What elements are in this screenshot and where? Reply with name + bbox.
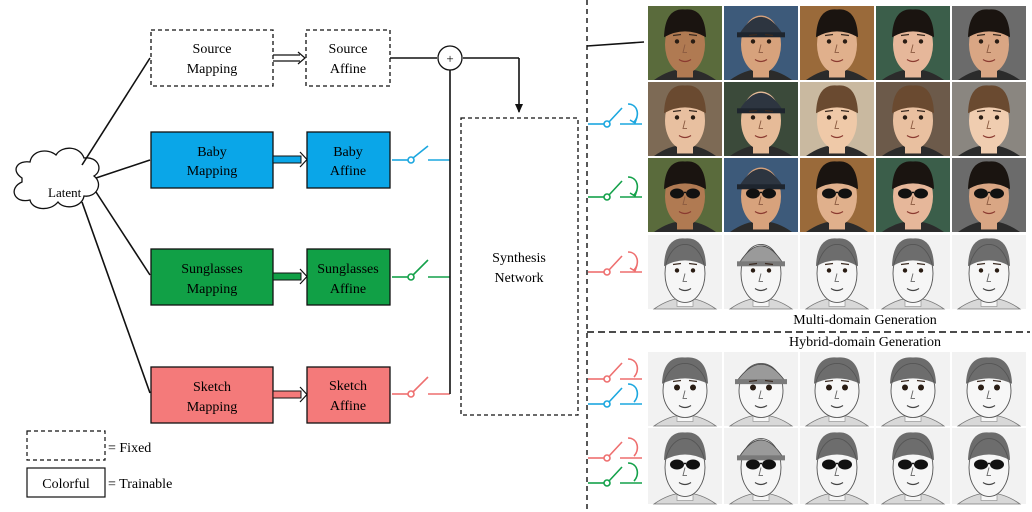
face-thumbnail	[952, 235, 1026, 310]
row-switch-baby	[588, 103, 642, 128]
face-thumbnail	[952, 352, 1026, 427]
image-row-sunglasses-faces	[648, 158, 1026, 232]
sketch-mapping-block: Sketch Mapping	[150, 366, 274, 424]
face-thumbnail	[952, 428, 1026, 505]
sunglasses-mapping-block: Sunglasses Mapping	[150, 248, 274, 306]
face-thumbnail	[724, 235, 798, 310]
face-thumbnail	[876, 352, 950, 427]
source-mapping-title: Source	[193, 42, 232, 57]
face-thumbnail	[724, 6, 798, 80]
multi-domain-label: Multi-domain Generation	[793, 313, 936, 328]
sunglasses-mapping-subtitle: Mapping	[187, 282, 238, 297]
face-thumbnail	[648, 6, 722, 80]
hybrid-domain-label: Hybrid-domain Generation	[789, 335, 941, 350]
face-thumbnail	[876, 82, 950, 156]
image-row-source-faces	[648, 6, 1026, 80]
face-thumbnail	[724, 158, 798, 232]
sunglasses-mapping-arrow	[272, 268, 308, 285]
sunglasses-affine-block: Sunglasses Affine	[306, 248, 391, 306]
image-row-hybrid-sketch-baby	[648, 352, 1026, 427]
plus-symbol: +	[446, 51, 453, 66]
source-affine-title: Source	[329, 42, 368, 57]
face-thumbnail	[876, 6, 950, 80]
baby-mapping-arrow	[272, 151, 308, 168]
face-thumbnail	[800, 428, 874, 505]
baby-mapping-subtitle: Mapping	[187, 164, 238, 179]
face-thumbnail	[648, 82, 722, 156]
sketch-affine-title: Sketch	[329, 379, 367, 394]
source-mapping-block: Source Mapping	[150, 29, 274, 87]
face-thumbnail	[800, 82, 874, 156]
image-row-sketch-faces	[648, 235, 1026, 310]
source-mapping-subtitle: Mapping	[187, 62, 238, 77]
baby-switch	[392, 145, 450, 164]
sketch-mapping-subtitle: Mapping	[187, 400, 238, 415]
face-thumbnail	[952, 158, 1026, 232]
legend-trainable-swatch	[26, 467, 106, 498]
latent-connectors	[81, 57, 151, 394]
sunglasses-affine-title: Sunglasses	[317, 262, 378, 277]
legend: = Fixed Colorful = Trainable	[26, 430, 172, 498]
row-switch-hybrid-1	[588, 358, 642, 408]
legend-fixed-swatch	[26, 430, 106, 461]
source-mapping-arrow	[273, 51, 306, 65]
face-thumbnail	[876, 158, 950, 232]
face-image-grid	[648, 6, 1026, 505]
sunglasses-switch	[392, 259, 450, 281]
sketch-mapping-arrow	[272, 386, 308, 403]
synthesis-network-block: Synthesis Network	[460, 117, 579, 416]
source-affine-block: Source Affine	[305, 29, 391, 87]
legend-trainable-label: = Trainable	[108, 477, 172, 492]
legend-fixed-label: = Fixed	[108, 441, 151, 456]
sunglasses-mapping-title: Sunglasses	[181, 262, 242, 277]
face-thumbnail	[724, 82, 798, 156]
row-switch-hybrid-2	[588, 437, 642, 487]
sketch-mapping-title: Sketch	[193, 380, 231, 395]
source-output-connector	[586, 41, 645, 47]
image-row-baby-faces	[648, 82, 1026, 156]
synthesis-title: Synthesis	[492, 251, 546, 266]
synthesis-subtitle: Network	[495, 271, 544, 286]
sketch-affine-subtitle: Affine	[330, 399, 366, 414]
latent-label: Latent	[48, 185, 82, 200]
face-thumbnail	[876, 428, 950, 505]
baby-affine-subtitle: Affine	[330, 164, 366, 179]
source-affine-subtitle: Affine	[330, 62, 366, 77]
face-thumbnail	[952, 82, 1026, 156]
collector-bus	[390, 57, 523, 394]
baby-mapping-title: Baby	[197, 145, 227, 160]
face-thumbnail	[876, 235, 950, 310]
face-thumbnail	[800, 158, 874, 232]
face-thumbnail	[724, 428, 798, 505]
face-thumbnail	[648, 352, 722, 427]
face-thumbnail	[800, 235, 874, 310]
face-thumbnail	[800, 352, 874, 427]
face-thumbnail	[648, 428, 722, 505]
legend-trainable-box-text: Colorful	[42, 477, 90, 492]
image-row-hybrid-sketch-sunglasses	[648, 428, 1026, 505]
face-thumbnail	[952, 6, 1026, 80]
latent-cloud: Latent	[13, 147, 100, 210]
sketch-switch	[392, 376, 450, 398]
sunglasses-affine-subtitle: Affine	[330, 282, 366, 297]
baby-affine-block: Baby Affine	[306, 131, 391, 189]
face-thumbnail	[648, 158, 722, 232]
face-thumbnail	[800, 6, 874, 80]
baby-affine-title: Baby	[333, 145, 363, 160]
row-switch-sketch	[588, 251, 642, 276]
face-thumbnail	[724, 352, 798, 427]
sketch-affine-block: Sketch Affine	[306, 366, 391, 424]
plus-node: +	[437, 45, 463, 71]
row-switch-sunglasses	[588, 176, 642, 201]
face-thumbnail	[648, 235, 722, 310]
baby-mapping-block: Baby Mapping	[150, 131, 274, 189]
